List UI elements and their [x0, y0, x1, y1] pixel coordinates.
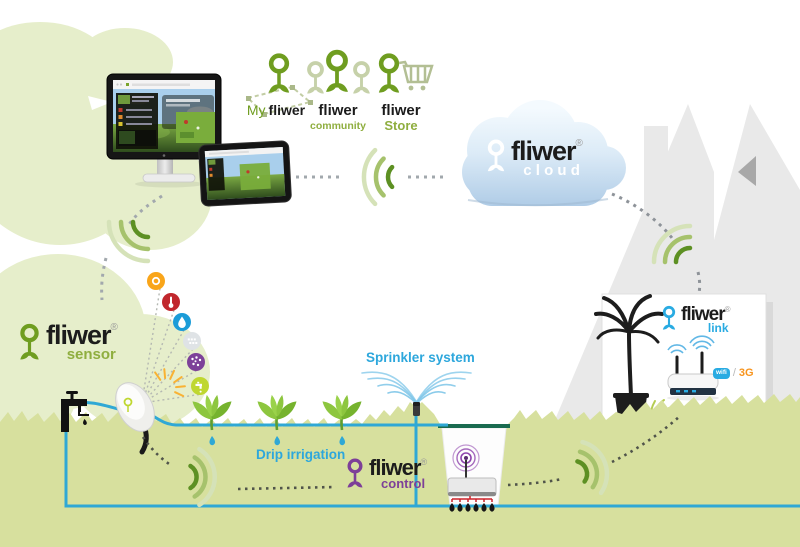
grass-ground: [0, 394, 800, 547]
my-fliwer-icon: [246, 56, 313, 117]
control-antenna-icon: [452, 444, 480, 478]
sprinkler: [361, 371, 472, 416]
sensor-device: [115, 368, 186, 455]
wifi-arcs-icon: [188, 446, 218, 508]
wifi-signal-monitor-sensor: [100, 194, 163, 301]
sensor-flower-mark-icon: [123, 397, 133, 412]
fliwer-sensor-logo: fliwer® sensor: [16, 322, 140, 365]
tablet: [198, 140, 292, 207]
top-icons: [246, 52, 434, 117]
wifi-badge-icon: wifi: [713, 368, 730, 379]
monitor-stand: [157, 159, 173, 175]
chimney: [644, 126, 668, 218]
sprinkler-system-label: Sprinkler system: [366, 350, 475, 365]
sun-rays-icon: [154, 368, 186, 397]
fliwer-cloud-logo: fliwer® c l o u d: [484, 138, 606, 178]
control-box: [438, 424, 510, 507]
wifi-signal-control-link: [507, 415, 681, 496]
tablet-screen: [204, 146, 286, 201]
attic-vent: [738, 156, 756, 186]
store-label: fliwer Store: [381, 102, 421, 134]
sunlight-sensor-icon: [147, 272, 165, 290]
sensor-pointer-lines: [142, 288, 200, 403]
faucet: [61, 391, 89, 432]
water-drop-icon: [83, 419, 87, 425]
router-wifi-waves-icon: [667, 335, 715, 354]
monitor-screen: [113, 80, 215, 152]
wifi-arcs-icon: [651, 223, 693, 265]
spray-arcs: [361, 371, 472, 404]
desktop-monitor: [106, 73, 222, 188]
fliwer-link-logo: fliwer® link: [660, 305, 746, 334]
flower-icon: [345, 458, 365, 490]
rain-sensor-icon: [183, 332, 201, 350]
wifi-signal-tablet-cloud: [296, 147, 448, 207]
shopping-cart-icon: [398, 60, 434, 84]
wifi-arcs-icon: [106, 219, 151, 264]
fliwer-control-logo: fliwer® control: [344, 457, 442, 492]
sensor-readings: [147, 272, 209, 395]
monitor-camera-icon: [162, 154, 166, 157]
my-fliwer-prefix: My: [246, 102, 266, 118]
wifi-arcs-icon: [575, 439, 610, 496]
crop-plants: [191, 393, 363, 446]
water-drops: [209, 436, 346, 446]
wifi-signal-cloud-link: [611, 192, 702, 295]
fliwer-store-icon: [379, 56, 434, 93]
my-fliwer-brand: fliwer: [268, 102, 306, 118]
link-connectivity-label: wifi / 3G: [713, 368, 754, 379]
bird-arrow-shape: [88, 96, 112, 110]
flower-icon: [16, 322, 43, 365]
drip-irrigation-label: Drip irrigation: [256, 447, 346, 462]
irrigation-manifold: [451, 496, 493, 502]
wifi-signal-sensor-control: [141, 436, 337, 508]
fliwer-community-icon: [305, 52, 372, 96]
flower-icon: [485, 139, 507, 174]
community-label: fliwer community: [309, 102, 366, 133]
flower-icon: [661, 305, 677, 332]
wifi-arcs-icon: [361, 147, 395, 207]
